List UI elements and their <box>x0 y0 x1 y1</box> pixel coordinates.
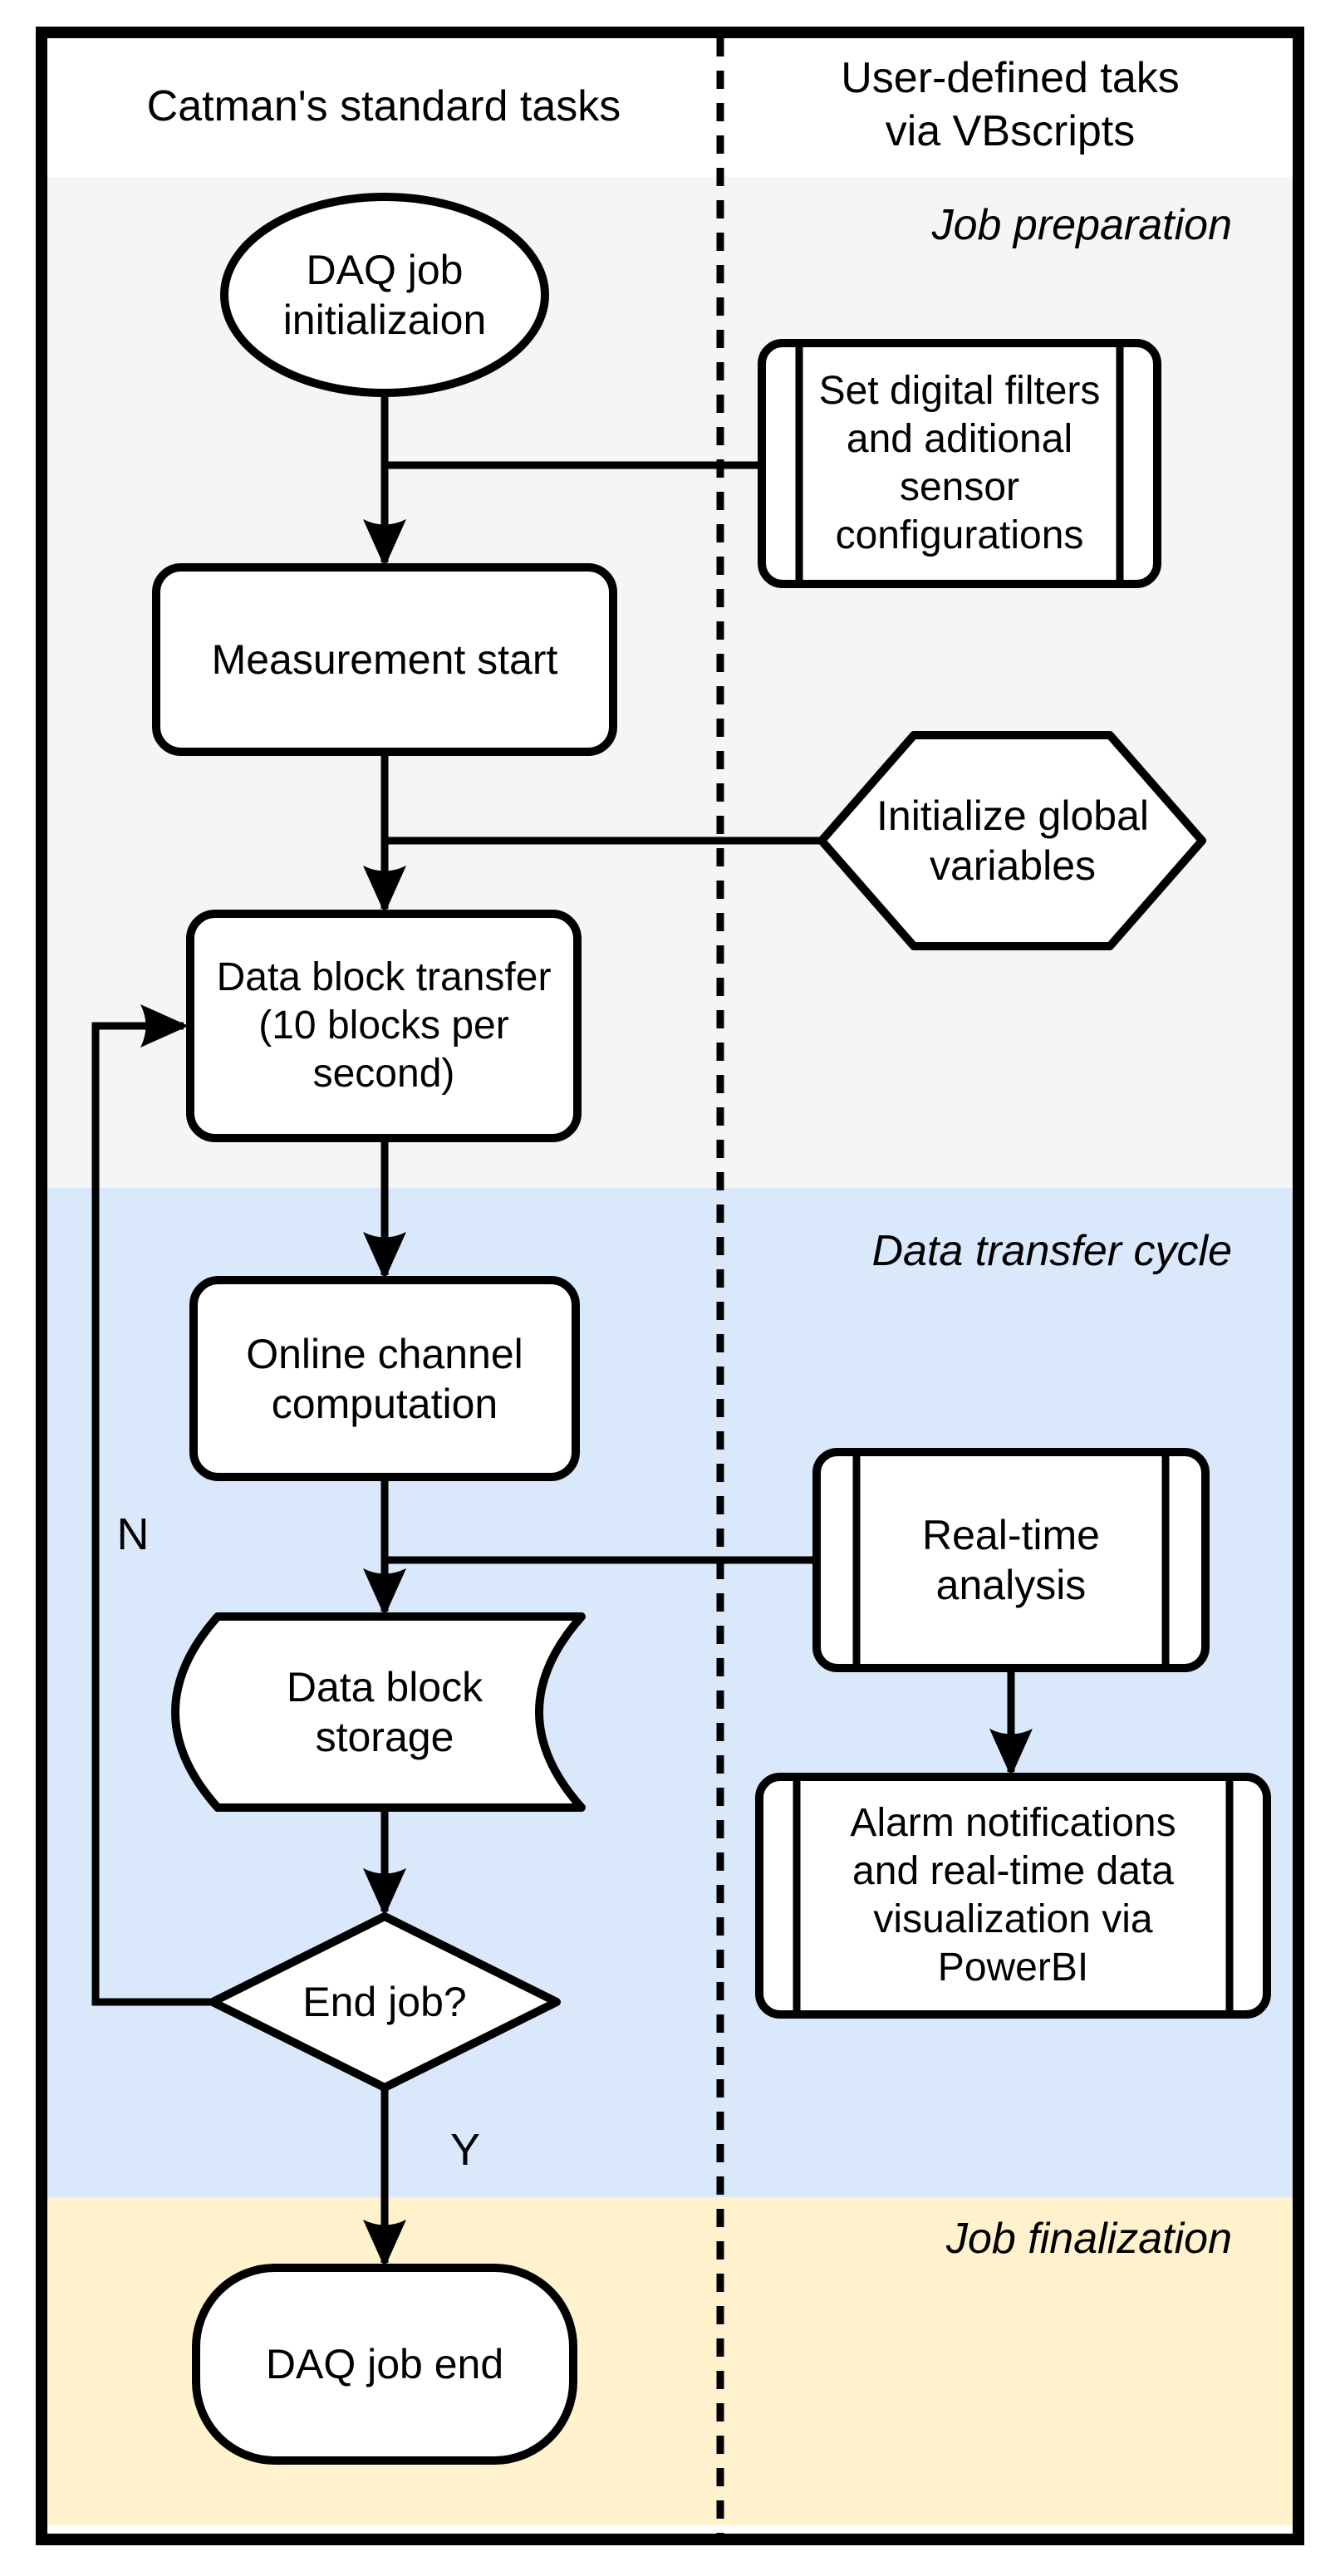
node-shape-set-digital-filters <box>758 339 1161 588</box>
right-column-title: User-defined taks via VBscripts <box>720 52 1300 158</box>
node-shape-online-channel-computation <box>189 1276 580 1481</box>
node-shape-data-block-storage <box>171 1612 586 1812</box>
left-column-title: Catman's standard tasks <box>146 82 621 130</box>
node-daq-job-init: DAQ job initializaion <box>282 247 487 343</box>
edge-label-yes: Y <box>449 2125 481 2175</box>
right-column-title-line2: via VBscripts <box>885 107 1136 155</box>
connectors <box>91 393 1033 2268</box>
node-set-digital-filters: Set digital filters and aditional sensor… <box>818 369 1101 557</box>
node-shape-daq-job-end <box>192 2264 577 2465</box>
node-init-global-vars: Initialize global variables <box>876 792 1149 889</box>
right-column-title-line1: User-defined taks <box>841 54 1180 102</box>
band-label-job-preparation: Job preparation <box>931 201 1232 249</box>
band-label-job-finalization: Job finalization <box>946 2215 1232 2263</box>
node-data-block-transfer: Data block transfer (10 blocks per secon… <box>216 955 552 1096</box>
node-shape-measurement-start <box>152 563 617 756</box>
node-shape-real-time-analysis <box>812 1448 1210 1672</box>
node-shape-alarm-notifications <box>755 1773 1271 2019</box>
node-real-time-analysis: Real-time analysis <box>922 1512 1100 1608</box>
node-shape-data-block-transfer <box>186 910 582 1142</box>
node-online-channel-computation: Online channel computation <box>246 1330 523 1427</box>
band-label-data-transfer-cycle: Data transfer cycle <box>871 1227 1233 1275</box>
node-data-block-storage: Data block storage <box>286 1664 483 1760</box>
node-shape-daq-job-init <box>220 193 549 397</box>
node-end-job-decision: End job? <box>302 1979 467 2025</box>
node-daq-job-end: DAQ job end <box>265 2341 504 2387</box>
edge-endjob-no-loop <box>91 1004 213 2006</box>
node-shape-end-job-decision <box>209 1912 561 2092</box>
edge-label-no: N <box>116 1509 150 1559</box>
node-shape-init-global-vars <box>817 731 1206 950</box>
node-measurement-start: Measurement start <box>211 636 558 683</box>
node-alarm-notifications: Alarm notifications and real-time data v… <box>850 1801 1176 1990</box>
